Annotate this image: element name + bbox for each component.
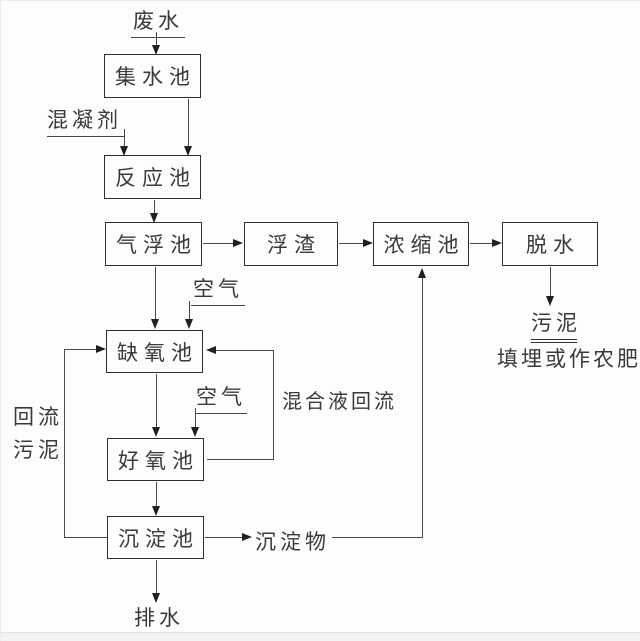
connector-anoxic-aerobic bbox=[156, 374, 157, 428]
connector-scum-thickening bbox=[339, 243, 364, 244]
node-reaction-tank: 反应池 bbox=[104, 155, 201, 199]
arrowhead-into-flotation bbox=[150, 213, 158, 223]
arrowhead-into-thickening-bottom bbox=[418, 268, 426, 278]
connector-sediment-horizontal bbox=[332, 537, 423, 538]
arrowhead-into-sludge bbox=[546, 296, 554, 306]
node-aerobic-tank: 好氧池 bbox=[107, 438, 204, 481]
connector-sedimentation-drainage bbox=[156, 560, 157, 595]
arrowhead-into-reaction-left bbox=[120, 146, 128, 156]
label-wastewater: 废水 bbox=[131, 5, 185, 38]
connector-flotation-scum bbox=[203, 243, 234, 244]
label-disposal: 填埋或作农肥 bbox=[497, 347, 640, 371]
label-return-sludge: 回流 污泥 bbox=[13, 401, 63, 467]
arrowhead-into-sedimentation bbox=[152, 506, 160, 516]
arrowhead-into-anoxic-right bbox=[185, 319, 193, 329]
connector-thickening-dewatering bbox=[470, 243, 493, 244]
connector-dewatering-sludge bbox=[550, 267, 551, 298]
connector-aerobic-sedimentation bbox=[156, 482, 157, 507]
connector-flotation-anoxic bbox=[155, 267, 156, 320]
arrowhead-into-thickening bbox=[363, 239, 373, 247]
bottom-border bbox=[1, 632, 640, 641]
arrowhead-return-sludge-into-anoxic bbox=[96, 345, 106, 353]
arrowhead-into-drainage bbox=[152, 593, 160, 603]
node-thickening-tank: 浓缩池 bbox=[373, 222, 469, 266]
connector-sediment-vertical bbox=[422, 277, 423, 538]
connector-mixed-liquor-bottom bbox=[207, 459, 274, 460]
arrowhead-mixed-liquor-into-anoxic bbox=[206, 346, 216, 354]
label-return-sludge-line1: 回流 bbox=[13, 405, 63, 429]
label-sediment: 沉淀物 bbox=[255, 530, 330, 554]
connector-coagulant-reaction bbox=[124, 129, 125, 147]
connector-air-aerobic bbox=[195, 408, 196, 428]
connector-return-sludge-top bbox=[64, 349, 97, 350]
connector-return-sludge-bottom bbox=[64, 537, 107, 538]
node-dewatering: 脱水 bbox=[502, 222, 598, 266]
arrowhead-into-reaction-right bbox=[184, 146, 192, 156]
node-scum: 浮渣 bbox=[244, 222, 338, 266]
arrowhead-into-aerobic-right bbox=[191, 427, 199, 437]
arrowhead-into-anoxic-left bbox=[151, 319, 159, 329]
connector-reaction-flotation bbox=[154, 200, 155, 214]
connector-mixed-liquor-vertical bbox=[273, 350, 274, 460]
node-flotation-tank: 气浮池 bbox=[105, 222, 202, 266]
label-sludge: 污泥 bbox=[531, 307, 577, 343]
connector-collection-reaction bbox=[188, 99, 189, 146]
connector-mixed-liquor-top bbox=[215, 350, 274, 351]
node-anoxic-tank: 缺氧池 bbox=[106, 330, 203, 373]
arrowhead-into-scum bbox=[233, 239, 243, 247]
label-return-sludge-line2: 污泥 bbox=[13, 438, 63, 462]
arrowhead-into-dewatering bbox=[492, 239, 502, 247]
label-air-anoxic: 空气 bbox=[191, 273, 245, 306]
node-sedimentation-tank: 沉淀池 bbox=[107, 516, 204, 559]
connector-return-sludge-vertical bbox=[64, 349, 65, 538]
label-coagulant: 混凝剂 bbox=[47, 104, 125, 137]
arrowhead-into-sediment bbox=[242, 533, 252, 541]
connector-wastewater-collection bbox=[156, 32, 157, 47]
connector-air-anoxic bbox=[189, 301, 190, 320]
node-collection-tank: 集水池 bbox=[104, 54, 201, 98]
label-air-aerobic: 空气 bbox=[195, 381, 247, 414]
label-mixed-liquor-return: 混合液回流 bbox=[282, 389, 397, 413]
arrowhead-into-collection bbox=[152, 45, 160, 55]
arrowhead-into-aerobic-left bbox=[152, 427, 160, 437]
connector-sedimentation-sediment bbox=[205, 537, 243, 538]
